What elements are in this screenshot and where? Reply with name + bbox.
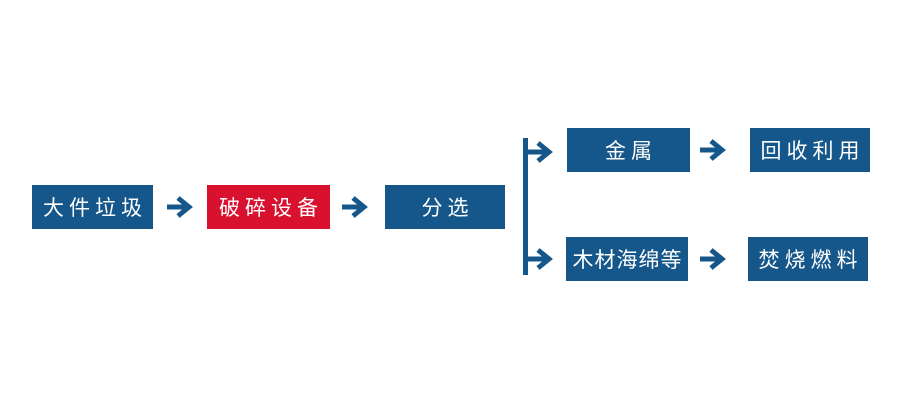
node-wood-sponge-etc: 木材海绵等 — [566, 237, 688, 281]
arrow-right-icon — [700, 139, 726, 161]
node-bulky-waste: 大件垃圾 — [32, 185, 153, 229]
node-crushing-equipment: 破碎设备 — [207, 185, 330, 229]
branch-bracket-line — [523, 138, 528, 275]
node-recycling: 回收利用 — [750, 128, 870, 172]
arrow-right-icon — [527, 248, 553, 270]
node-sorting: 分选 — [385, 185, 505, 229]
arrow-right-icon — [527, 141, 553, 163]
arrow-right-icon — [167, 196, 193, 218]
node-metal: 金属 — [567, 128, 690, 172]
node-incineration-fuel: 焚烧燃料 — [748, 237, 868, 281]
arrow-right-icon — [700, 248, 726, 270]
arrow-right-icon — [342, 196, 368, 218]
